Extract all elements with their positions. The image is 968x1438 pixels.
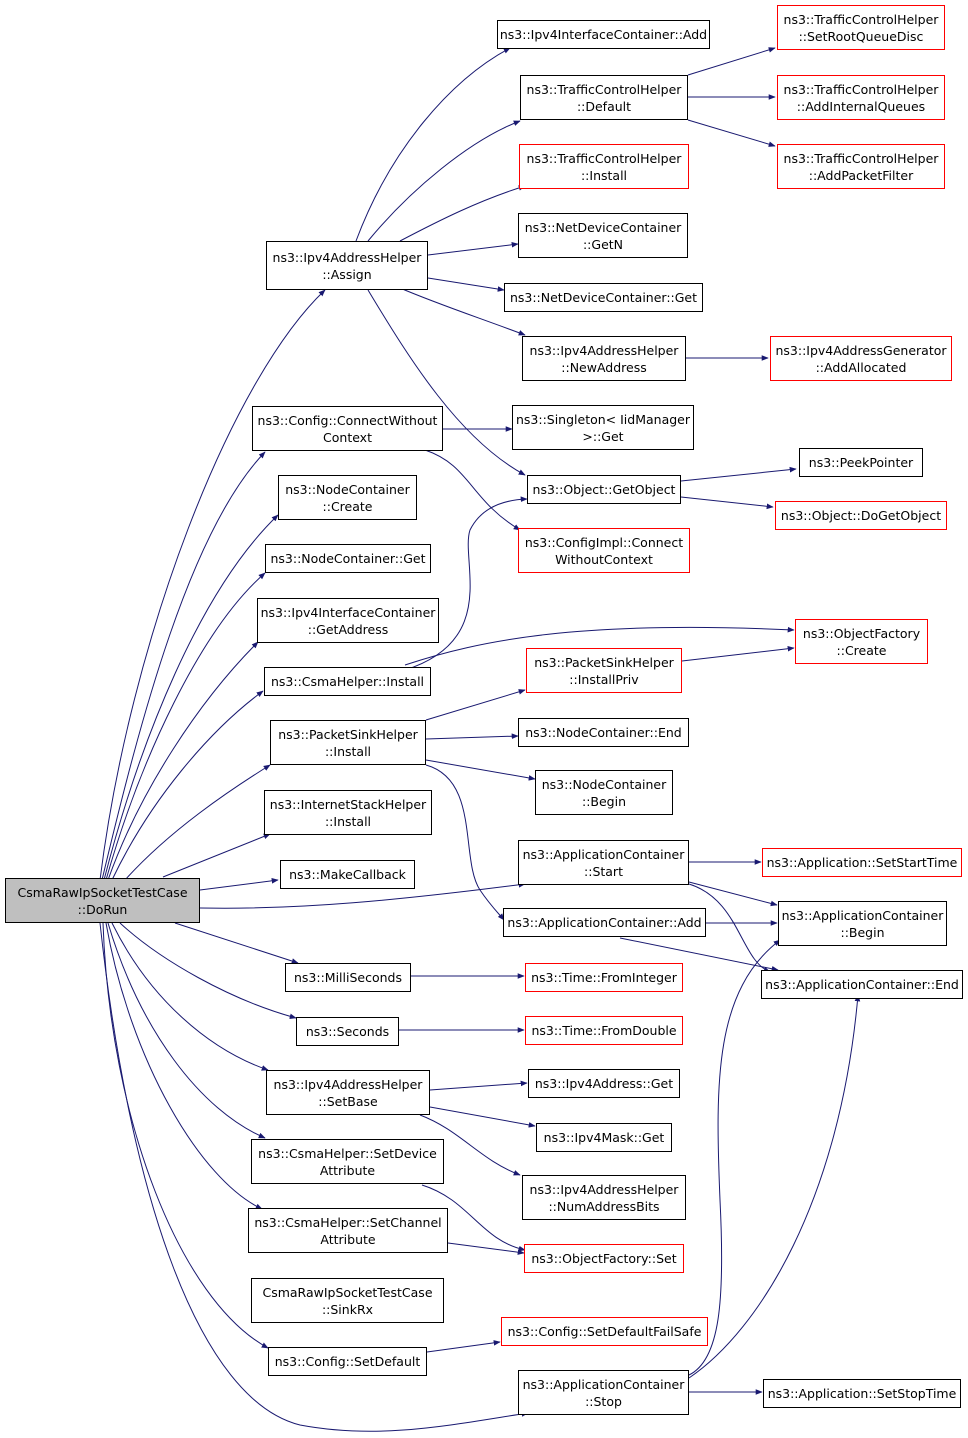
edge-doruns-appcontainer-start [199, 882, 526, 909]
node-tch-addinternalqueues[interactable]: ns3::TrafficControlHelper ::AddInternalQ… [777, 75, 945, 120]
edge-pktsink-installpriv [425, 689, 526, 721]
node-nodecontainer-end[interactable]: ns3::NodeContainer::End [518, 718, 689, 747]
node-csmahelper-install[interactable]: ns3::CsmaHelper::Install [264, 667, 431, 696]
node-nodecontainer-create[interactable]: ns3::NodeContainer ::Create [278, 475, 417, 520]
node-applicationcontainer-begin[interactable]: ns3::ApplicationContainer ::Begin [778, 901, 947, 946]
edge-assign-ndc-get [427, 277, 505, 292]
edge-assign-ipv4if-add [355, 47, 511, 242]
node-singleton-iidmanager-get[interactable]: ns3::Singleton< IidManager >::Get [512, 405, 694, 450]
edge-default-setrootqdisc [687, 47, 776, 76]
edge-pktsink-appcont-add [425, 764, 505, 921]
node-objectfactory-set[interactable]: ns3::ObjectFactory::Set [524, 1244, 684, 1273]
edge-assign-getobject [367, 289, 526, 476]
node-trafficcontrolhelper-install[interactable]: ns3::TrafficControlHelper ::Install [519, 144, 689, 189]
node-packetsinkhelper-install[interactable]: ns3::PacketSinkHelper ::Install [270, 720, 426, 765]
node-ipv4addresshelper-numaddressbits[interactable]: ns3::Ipv4AddressHelper ::NumAddressBits [522, 1175, 686, 1220]
edge-pktsink-nodecont-end [425, 733, 519, 740]
edge-setchanattr-objfactory-set [447, 1242, 525, 1255]
node-csmahelper-setdeviceattribute[interactable]: ns3::CsmaHelper::SetDevice Attribute [251, 1139, 444, 1184]
edge-assign-ndc-getn [427, 241, 519, 256]
edge-assign-tch-install [399, 185, 526, 242]
node-ipv4-setbase[interactable]: ns3::Ipv4AddressHelper ::SetBase [266, 1070, 430, 1115]
node-ipv4-assign[interactable]: ns3::Ipv4AddressHelper ::Assign [266, 241, 428, 290]
node-tch-addpacketfilter[interactable]: ns3::TrafficControlHelper ::AddPacketFil… [777, 144, 945, 189]
node-applicationcontainer-stop[interactable]: ns3::ApplicationContainer ::Stop [518, 1370, 689, 1415]
edge-doruns-setdefault [102, 922, 269, 1349]
node-applicationcontainer-start[interactable]: ns3::ApplicationContainer ::Start [518, 840, 689, 885]
edge-pktsink-nodecont-begin [425, 759, 536, 781]
node-configimpl-connectwithoutcontext[interactable]: ns3::ConfigImpl::Connect WithoutContext [518, 528, 690, 573]
node-applicationcontainer-add[interactable]: ns3::ApplicationContainer::Add [503, 908, 706, 937]
edge-doruns-nodecontainer-create [103, 514, 279, 881]
node-ipv4address-get[interactable]: ns3::Ipv4Address::Get [528, 1069, 680, 1098]
node-doruns[interactable]: CsmaRawIpSocketTestCase ::DoRun [5, 878, 200, 923]
edge-getobject-dogetobject [680, 496, 774, 510]
edge-installpriv-objfactory-create [681, 645, 795, 662]
node-csmahelper-setchannelattribute[interactable]: ns3::CsmaHelper::SetChannel Attribute [248, 1208, 448, 1253]
edge-connect-configimpl [424, 449, 521, 531]
node-time-fromdouble[interactable]: ns3::Time::FromDouble [525, 1016, 683, 1045]
edge-doruns-nodecontainer-get [105, 572, 266, 881]
edge-csmainstall-objfactory-create [404, 626, 795, 666]
edge-doruns-internetstack-install [162, 833, 271, 878]
edge-doruns-csma-install [111, 690, 264, 881]
edge-setbase-numaddrbits [419, 1114, 521, 1176]
node-applicationcontainer-end[interactable]: ns3::ApplicationContainer::End [761, 970, 963, 999]
edge-start-begin [688, 881, 778, 907]
node-ipv4if-getaddress[interactable]: ns3::Ipv4InterfaceContainer ::GetAddress [257, 598, 439, 643]
node-application-setstoptime[interactable]: ns3::Application::SetStopTime [763, 1379, 961, 1408]
node-object-getobject[interactable]: ns3::Object::GetObject [527, 475, 681, 504]
edge-setbase-ipv4mask-get [429, 1106, 536, 1128]
edge-doruns-appcontainer-stop [99, 922, 529, 1432]
edge-doruns-setchannelattribute [105, 922, 263, 1210]
node-nodecontainer-get[interactable]: ns3::NodeContainer::Get [265, 544, 431, 573]
node-config-setdefaultfailsafe[interactable]: ns3::Config::SetDefaultFailSafe [501, 1317, 708, 1346]
node-objectfactory-create[interactable]: ns3::ObjectFactory ::Create [795, 619, 928, 664]
node-object-dogetobject[interactable]: ns3::Object::DoGetObject [775, 501, 947, 530]
edge-assign-newaddress [399, 287, 526, 336]
edge-doruns-connectwithoutcontext [101, 451, 266, 881]
node-config-connectwithoutcontext[interactable]: ns3::Config::ConnectWithout Context [252, 406, 443, 451]
node-ipv4interfacecontainer-add[interactable]: ns3::Ipv4InterfaceContainer::Add [497, 20, 710, 49]
node-config-setdefault[interactable]: ns3::Config::SetDefault [268, 1347, 427, 1376]
node-makecallback[interactable]: ns3::MakeCallback [280, 860, 415, 889]
node-netdevicecontainer-getn[interactable]: ns3::NetDeviceContainer ::GetN [518, 213, 688, 258]
edge-doruns-seconds [119, 922, 297, 1020]
node-internetstackhelper-install[interactable]: ns3::InternetStackHelper ::Install [264, 790, 432, 835]
edge-doruns-packetsink-install [124, 764, 271, 881]
node-trafficcontrolhelper-default[interactable]: ns3::TrafficControlHelper ::Default [520, 75, 688, 120]
node-netdevicecontainer-get[interactable]: ns3::NetDeviceContainer::Get [504, 283, 703, 312]
edge-setdevattr-objfactory-set [421, 1184, 526, 1252]
node-application-setstarttime[interactable]: ns3::Application::SetStartTime [762, 848, 962, 877]
edge-doruns-makecallback [199, 878, 279, 891]
edge-setbase-ipv4addr-get [429, 1080, 528, 1091]
node-ipv4mask-get[interactable]: ns3::Ipv4Mask::Get [536, 1123, 672, 1152]
edge-start-end [688, 883, 771, 973]
edge-doruns-milliseconds [174, 922, 299, 964]
edge-add-end [619, 937, 779, 972]
edge-doruns-assign [99, 289, 326, 881]
node-milliseconds[interactable]: ns3::MilliSeconds [285, 963, 411, 992]
edge-setdefault-failsafe [426, 1340, 501, 1353]
edge-doruns-getaddress [107, 641, 259, 881]
edge-getobject-peekpointer [680, 466, 797, 482]
edge-csmainstall-getobject [404, 496, 528, 671]
edge-doruns-setbase [111, 922, 269, 1071]
edge-assign-tch-default [367, 120, 521, 242]
node-ipv4addresshelper-newaddress[interactable]: ns3::Ipv4AddressHelper ::NewAddress [522, 336, 686, 381]
node-seconds[interactable]: ns3::Seconds [296, 1017, 399, 1046]
node-sinkrx[interactable]: CsmaRawIpSocketTestCase ::SinkRx [251, 1278, 444, 1323]
node-tch-setrootqueuedisc[interactable]: ns3::TrafficControlHelper ::SetRootQueue… [777, 5, 945, 50]
node-peekpointer[interactable]: ns3::PeekPointer [799, 448, 923, 477]
node-packetsinkhelper-installpriv[interactable]: ns3::PacketSinkHelper ::InstallPriv [526, 648, 682, 693]
node-ipv4addressgenerator-addallocated[interactable]: ns3::Ipv4AddressGenerator ::AddAllocated [770, 336, 952, 381]
edge-default-addpktfilter [687, 119, 776, 147]
edge-stop-begin [688, 939, 781, 1376]
node-time-frominteger[interactable]: ns3::Time::FromInteger [525, 963, 683, 992]
edge-doruns-setdeviceattribute [107, 922, 266, 1139]
node-nodecontainer-begin[interactable]: ns3::NodeContainer ::Begin [535, 770, 673, 815]
edge-stop-end [688, 994, 861, 1379]
